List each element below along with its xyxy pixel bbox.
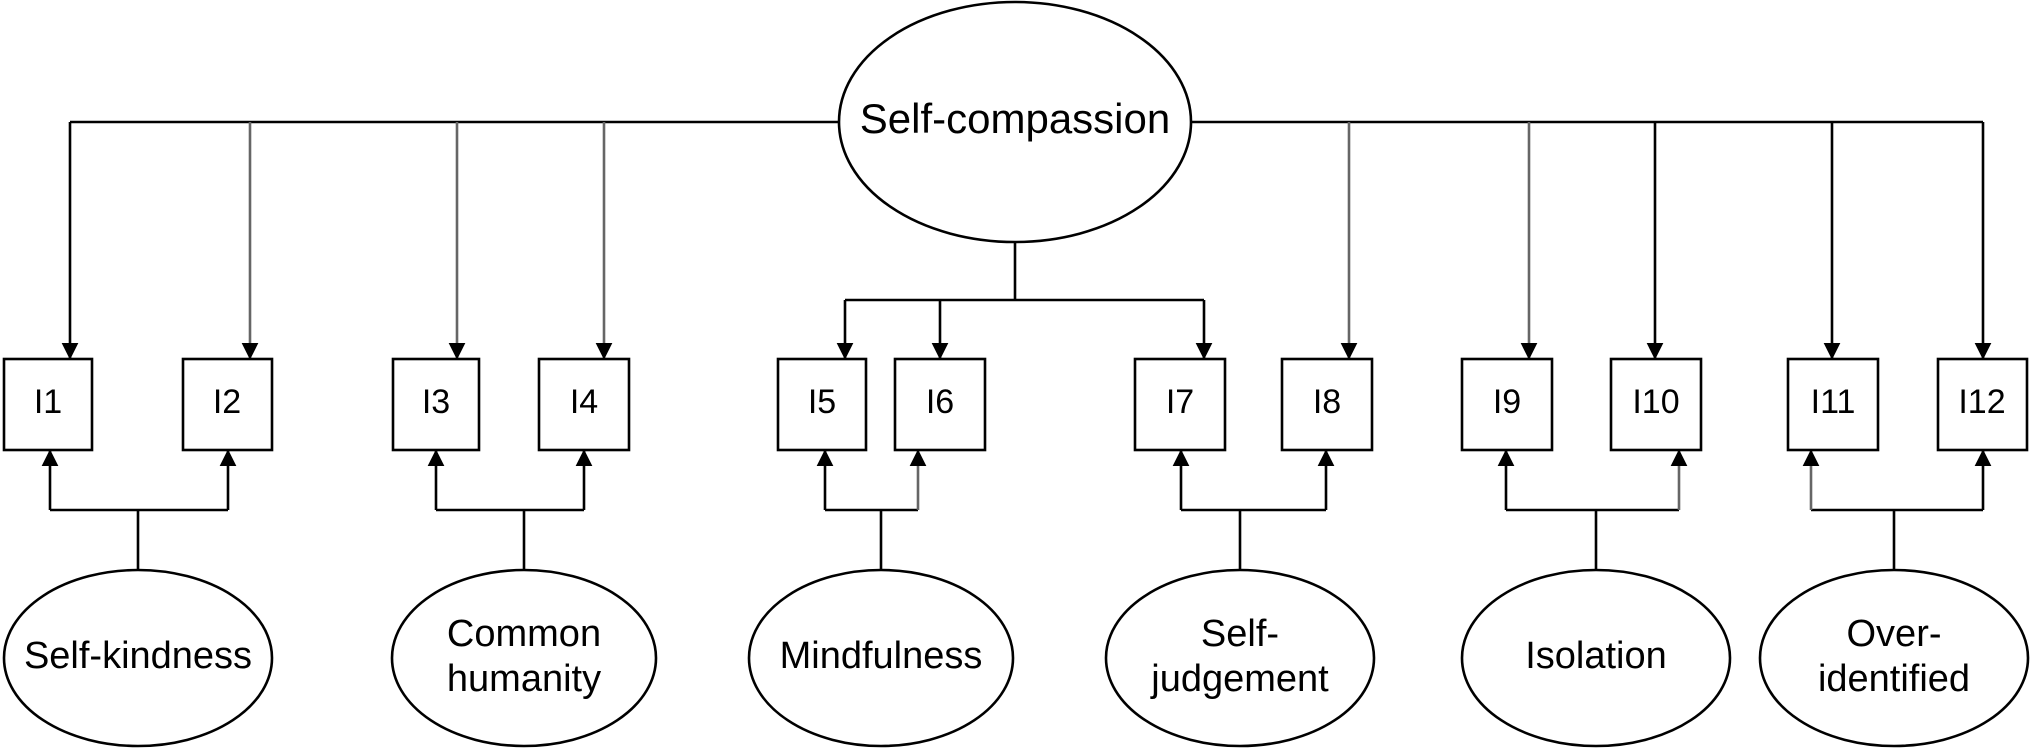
factor-ellipse (1104, 568, 1376, 748)
root-node: Self-compassion (837, 0, 1193, 244)
item-label: I5 (808, 383, 836, 421)
item-node: I1 (2, 357, 94, 452)
item-box (1133, 357, 1227, 452)
item-box (893, 357, 987, 452)
factor-node: Mindfulness (747, 568, 1015, 748)
factor-label: identified (1818, 658, 1970, 700)
item-box (776, 357, 868, 452)
factor-node: Self-kindness (2, 568, 274, 748)
item-node: I11 (1786, 357, 1880, 452)
factor-label: Common (447, 613, 601, 655)
item-node: I3 (391, 357, 481, 452)
factor-ellipse (1758, 568, 2030, 748)
item-node: I8 (1280, 357, 1374, 452)
factor-ellipse (747, 568, 1015, 748)
factor-node: Self- judgement (1104, 568, 1376, 748)
item-label: I12 (1958, 383, 2005, 421)
factor-node: Isolation (1460, 568, 1732, 748)
factor-nodes: Self-kindness Common humanity Mindfulnes… (2, 568, 2030, 748)
item-box (1936, 357, 2029, 452)
item-label: I1 (34, 383, 62, 421)
item-box (2, 357, 94, 452)
item-label: I6 (926, 383, 954, 421)
item-boxes: I1 I2 I3 I4 I5 I6 I7 I8 (2, 357, 2029, 452)
factor-ellipse (1460, 568, 1732, 748)
item-label: I9 (1493, 383, 1521, 421)
item-box (1786, 357, 1880, 452)
item-box (1460, 357, 1554, 452)
root-label: Self-compassion (860, 95, 1170, 142)
item-label: I2 (213, 383, 241, 421)
item-node: I6 (893, 357, 987, 452)
item-node: I10 (1609, 357, 1703, 452)
root-ellipse (837, 0, 1193, 244)
factor-node: Over- identified (1758, 568, 2030, 748)
item-box (391, 357, 481, 452)
item-box (537, 357, 631, 452)
item-node: I5 (776, 357, 868, 452)
connector-lines (41, 120, 1992, 569)
item-label: I10 (1632, 383, 1679, 421)
factor-label: Self-kindness (24, 635, 252, 677)
item-node: I2 (181, 357, 274, 452)
factor-label: judgement (1150, 658, 1329, 700)
item-box (1609, 357, 1703, 452)
factor-ellipse (2, 568, 274, 748)
factor-label: Mindfulness (780, 635, 983, 677)
item-node: I12 (1936, 357, 2029, 452)
item-label: I3 (422, 383, 450, 421)
item-label: I11 (1811, 383, 1856, 421)
factor-label: Isolation (1525, 635, 1667, 677)
item-label: I4 (570, 383, 598, 421)
factor-ellipse (390, 568, 658, 748)
factor-node: Common humanity (390, 568, 658, 748)
item-node: I9 (1460, 357, 1554, 452)
item-label: I8 (1313, 383, 1341, 421)
item-box (1280, 357, 1374, 452)
factor-label: humanity (447, 658, 601, 700)
item-node: I7 (1133, 357, 1227, 452)
item-node: I4 (537, 357, 631, 452)
item-box (181, 357, 274, 452)
item-label: I7 (1166, 383, 1194, 421)
factor-label: Self- (1201, 613, 1279, 655)
factor-label: Over- (1847, 613, 1942, 655)
